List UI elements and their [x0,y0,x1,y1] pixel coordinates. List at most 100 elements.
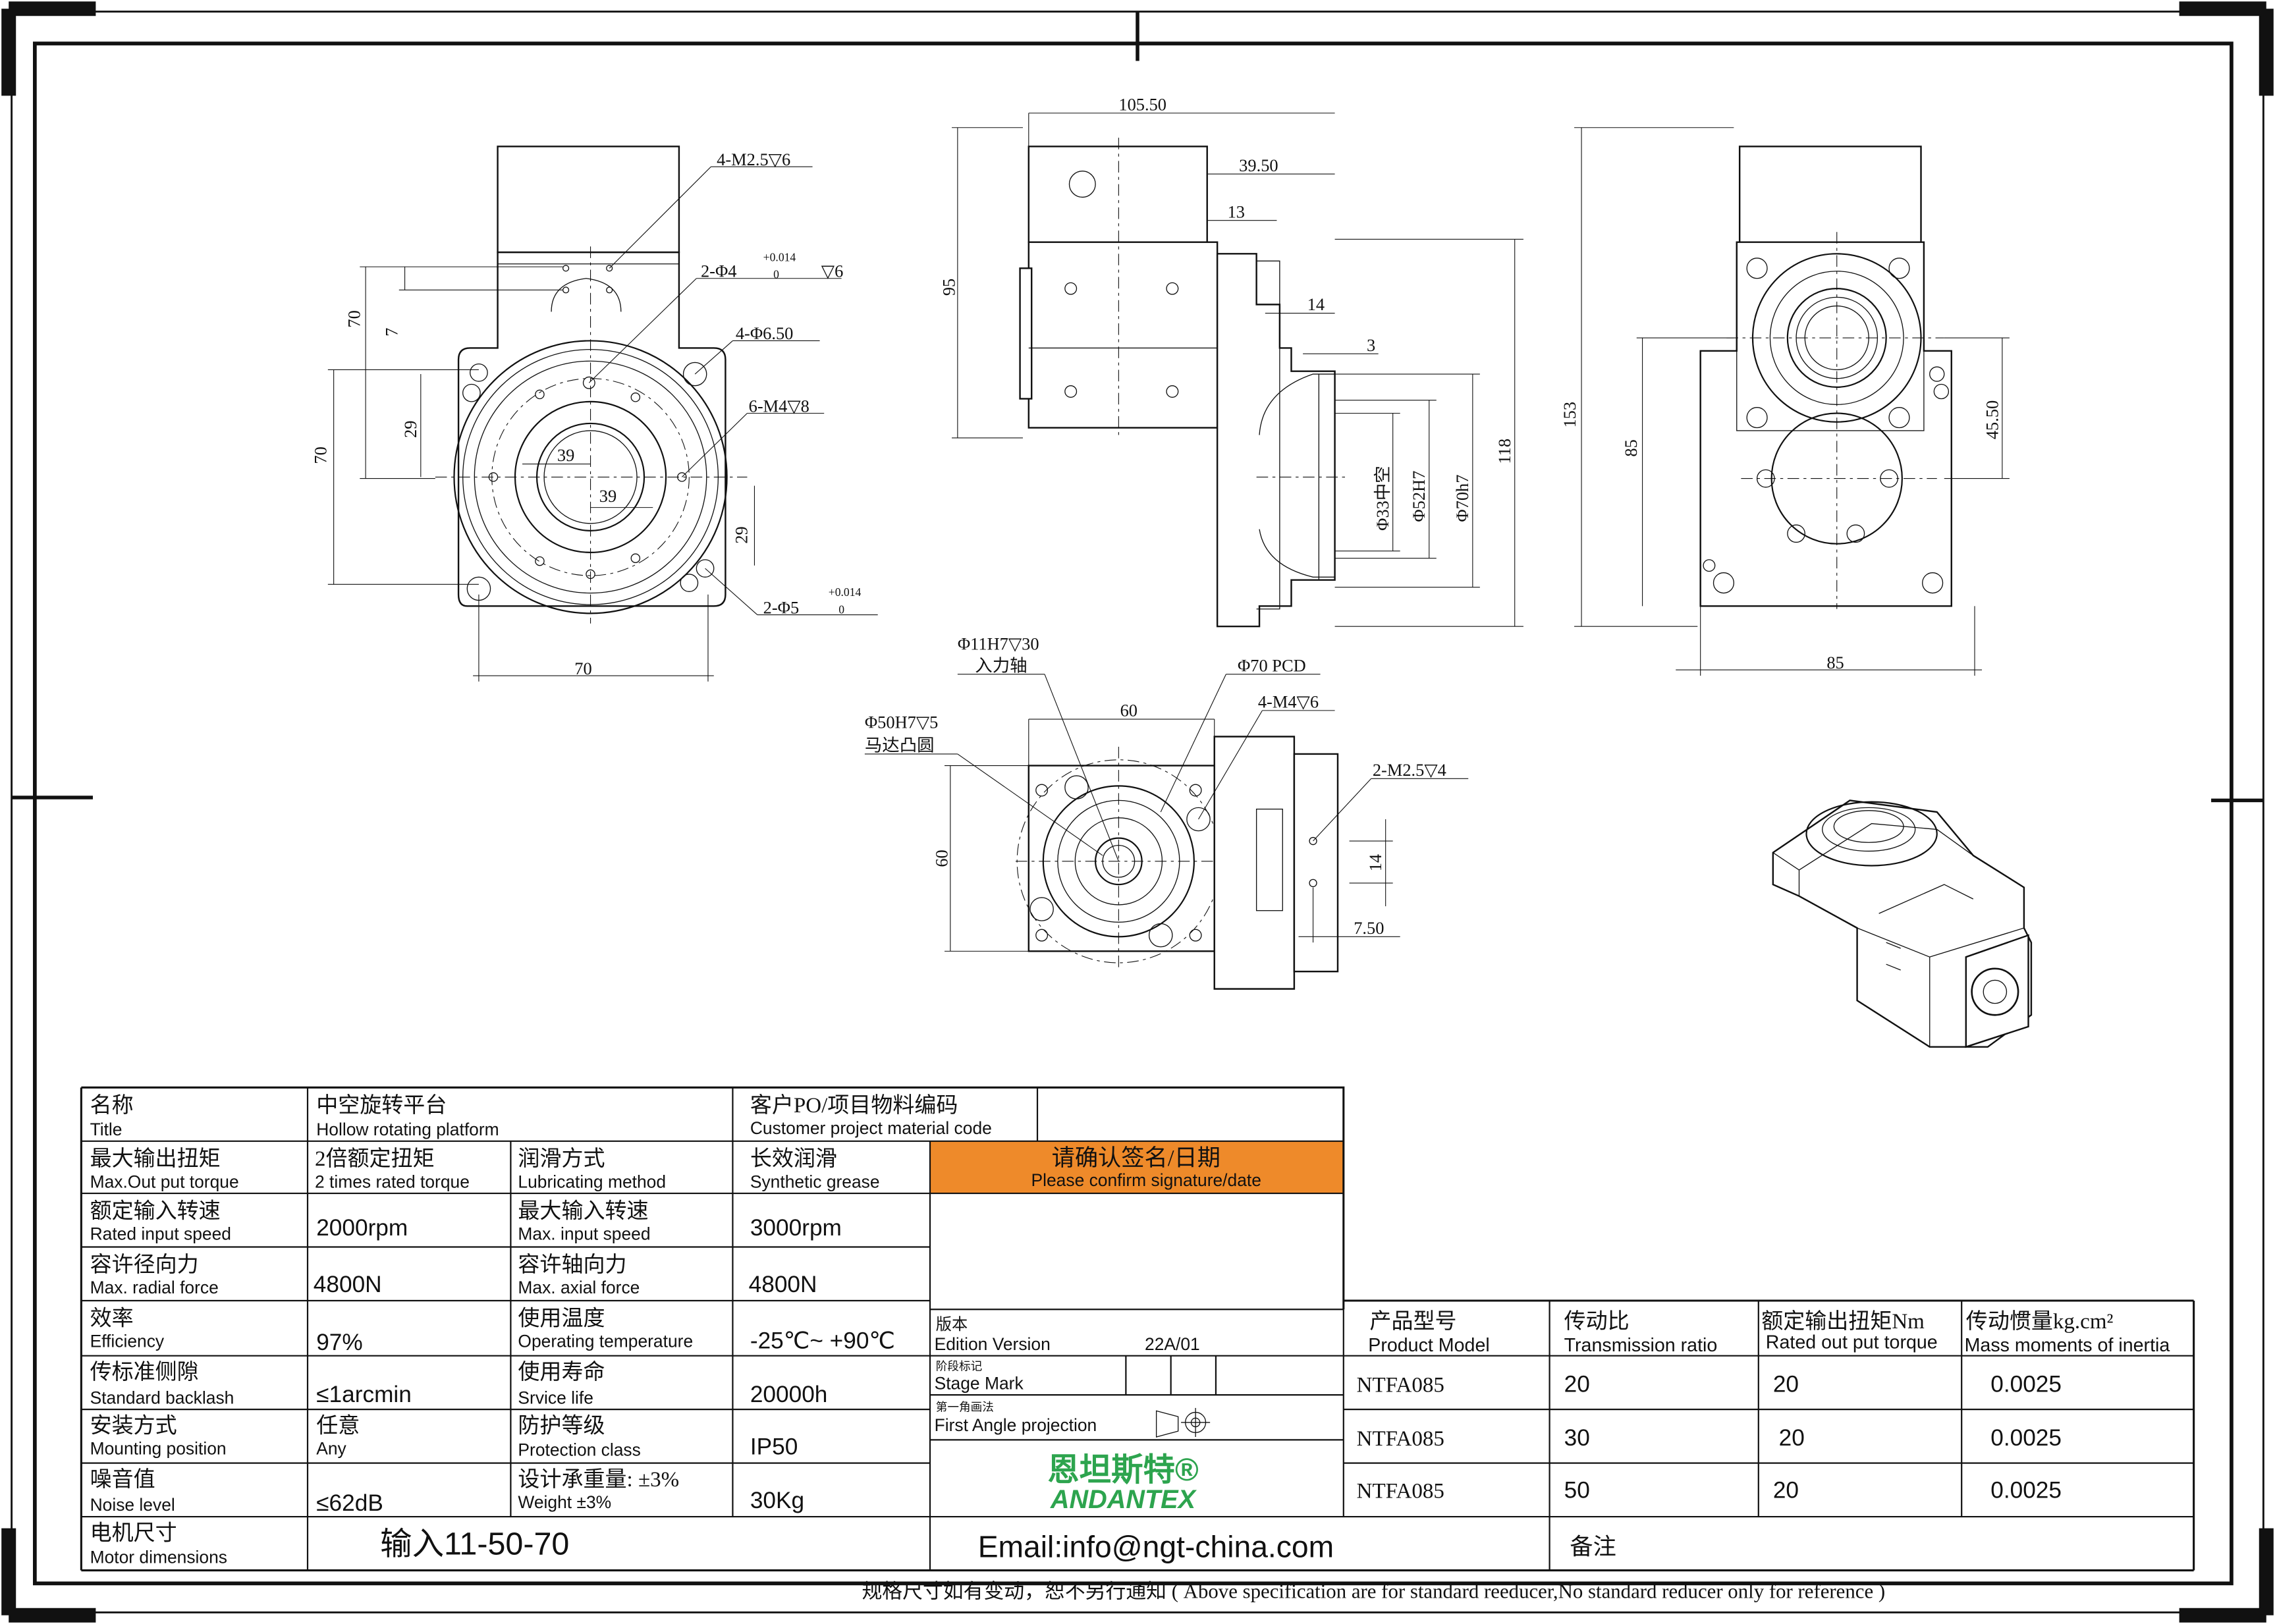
row-lube-value-en: Synthetic grease [750,1172,880,1191]
confirm-band [929,1141,1344,1194]
row-max-speed-label-cn: 最大输入转速 [518,1199,648,1224]
confirm-en: Please confirm signature/date [1031,1170,1261,1190]
row-protection-value: IP50 [750,1434,798,1459]
side-dim-3: 3 [1367,335,1375,355]
spec-cell-inertia: 0.0025 [1990,1477,2062,1503]
spec-header-model-en: Product Model [1368,1335,1490,1356]
title-block: 名称 Title 中空旋转平台 Hollow rotating platform… [80,1086,2195,1602]
front-dim-7: 7 [382,328,402,337]
row-axial-value: 4800N [749,1272,817,1297]
row-title-value-cn: 中空旋转平台 [316,1093,447,1118]
bottom-callout-input-shaft: 入力轴 [975,655,1027,675]
side-dim-39: 39.50 [1239,155,1278,175]
spec-cell-model: NTFA085 [1357,1427,1444,1451]
front-dim-70-bottom: 70 [574,659,591,678]
row-motor-label-en: Motor dimensions [90,1548,227,1567]
right-dim-85-h: 85 [1826,653,1844,672]
brand-logo-cn: 恩坦斯特® [1047,1452,1199,1488]
row-input-speed-label-cn: 额定输入转速 [90,1199,221,1224]
bottom-dim-60-h: 60 [1120,701,1138,720]
remarks-label: 备注 [1570,1534,1616,1559]
contact-email: Email:info@ngt-china.com [978,1530,1334,1564]
spec-header-inertia-en: Mass moments of inertia [1965,1335,2170,1356]
row-noise-label-cn: 噪音值 [90,1467,155,1492]
front-callout-m4: 6-M4▽8 [749,396,809,416]
right-view: 153 85 45.50 85 [1560,127,2010,676]
row-protection-label-en: Protection class [518,1440,640,1460]
confirm-cn: 请确认签名/日期 [1052,1145,1220,1171]
side-dim-phi70: Φ70h7 [1452,475,1472,522]
row-efficiency-label-cn: 效率 [90,1306,134,1330]
bottom-callout-phi11: Φ11H7▽30 [958,634,1039,653]
spec-cell-model: NTFA085 [1357,1479,1444,1503]
spec-cell-model: NTFA085 [1357,1374,1444,1397]
first-angle-projection-icon [1155,1407,1211,1438]
row-lube-label-en: Lubricating method [518,1172,666,1191]
front-view: 4-M2.5▽6 2-Φ4 +0.014 0 ▽6 4-Φ6.50 6-M4▽8… [311,146,878,682]
footer-disclaimer: 规格尺寸如有变动，恕不另行通知 ( Above specification ar… [862,1580,1885,1602]
row-noise-label-en: Noise level [90,1495,175,1515]
row-axial-label-en: Max. axial force [518,1278,640,1297]
bottom-dim-14: 14 [1365,854,1385,871]
edition-en: Edition Version [935,1334,1051,1354]
front-dim-29-left: 29 [400,421,420,438]
bottom-callout-motor-boss: 马达凸圆 [865,736,935,755]
side-dim-14: 14 [1307,294,1325,314]
front-tol-upper: +0.014 [763,250,796,263]
bottom-callout-m4: 4-M4▽6 [1258,691,1319,711]
front-callout-m25: 4-M2.5▽6 [717,149,790,169]
side-dim-13: 13 [1228,202,1245,221]
row-temp-value: -25℃~ +90℃ [750,1328,895,1354]
side-view: 105.50 39.50 13 95 14 3 Φ33中空 Φ52H7 Φ70h… [939,94,1523,628]
front-dim-29-right: 29 [731,526,751,543]
right-dim-45: 45.50 [1982,400,2002,439]
row-backlash-label-en: Standard backlash [90,1388,234,1407]
spec-cell-inertia: 0.0025 [1990,1425,2062,1451]
row-weight-value: 30Kg [750,1488,804,1513]
customer-code-en: Customer project material code [750,1118,992,1138]
row-radial-value: 4800N [314,1272,382,1297]
spec-cell-inertia: 0.0025 [1990,1372,2062,1397]
isometric-view [1772,799,2033,1048]
row-backlash-value: ≤1arcmin [316,1382,412,1407]
row-efficiency-label-en: Efficiency [90,1331,165,1351]
customer-code-cn: 客户PO/项目物料编码 [750,1093,958,1118]
row-life-label-en: Srvice life [518,1388,593,1407]
spec-cell-ratio: 50 [1564,1477,1590,1503]
spec-header-model-cn: 产品型号 [1369,1309,1456,1334]
front-dim-39-a: 39 [557,445,574,465]
row-backlash-label-cn: 传标准侧隙 [90,1360,199,1384]
row-weight-label-en: Weight ±3% [518,1492,611,1512]
front-dim-70-top: 70 [344,310,364,327]
side-dim-118: 118 [1494,439,1514,464]
row-axial-label-cn: 容许轴向力 [518,1253,626,1277]
row-torque-label-en: Max.Out put torque [90,1172,239,1191]
front-tol2-lower: 0 [838,603,844,616]
row-mounting-value-cn: 任意 [316,1413,360,1438]
row-motor-value: 输入11-50-70 [380,1526,569,1561]
side-dim-95: 95 [939,279,958,296]
bottom-view: Φ11H7▽30 入力轴 Φ70 PCD 4-M4▽6 Φ50H7▽5 马达凸圆… [865,634,1469,990]
spec-row: NTFA085 30 20 0.0025 [1357,1425,2062,1451]
row-input-speed-value: 2000rpm [316,1215,408,1241]
row-motor-label-cn: 电机尺寸 [90,1521,177,1545]
row-weight-label-cn: 设计承重量: ±3% [518,1467,679,1492]
row-life-value: 20000h [750,1382,828,1407]
front-tol2-upper: +0.014 [829,585,862,599]
spec-cell-torque: 20 [1779,1425,1805,1451]
row-title-value-en: Hollow rotating platform [316,1120,499,1139]
row-torque-value-en: 2 times rated torque [315,1172,470,1191]
row-mounting-label-en: Mounting position [90,1438,227,1458]
row-temp-label-cn: 使用温度 [518,1306,605,1330]
brand-logo-en: ANDANTEX [1050,1485,1197,1514]
row-title-label-en: Title [90,1120,123,1139]
spec-row: NTFA085 20 20 0.0025 [1357,1372,2062,1397]
bottom-callout-phi50: Φ50H7▽5 [865,712,939,732]
spec-cell-ratio: 20 [1564,1372,1590,1397]
row-torque-label-cn: 最大输出扭矩 [90,1147,221,1171]
side-dim-105: 105.50 [1118,94,1166,114]
front-dim-39-b: 39 [599,486,617,506]
row-max-speed-label-en: Max. input speed [518,1224,650,1244]
row-mounting-label-cn: 安装方式 [90,1413,177,1438]
